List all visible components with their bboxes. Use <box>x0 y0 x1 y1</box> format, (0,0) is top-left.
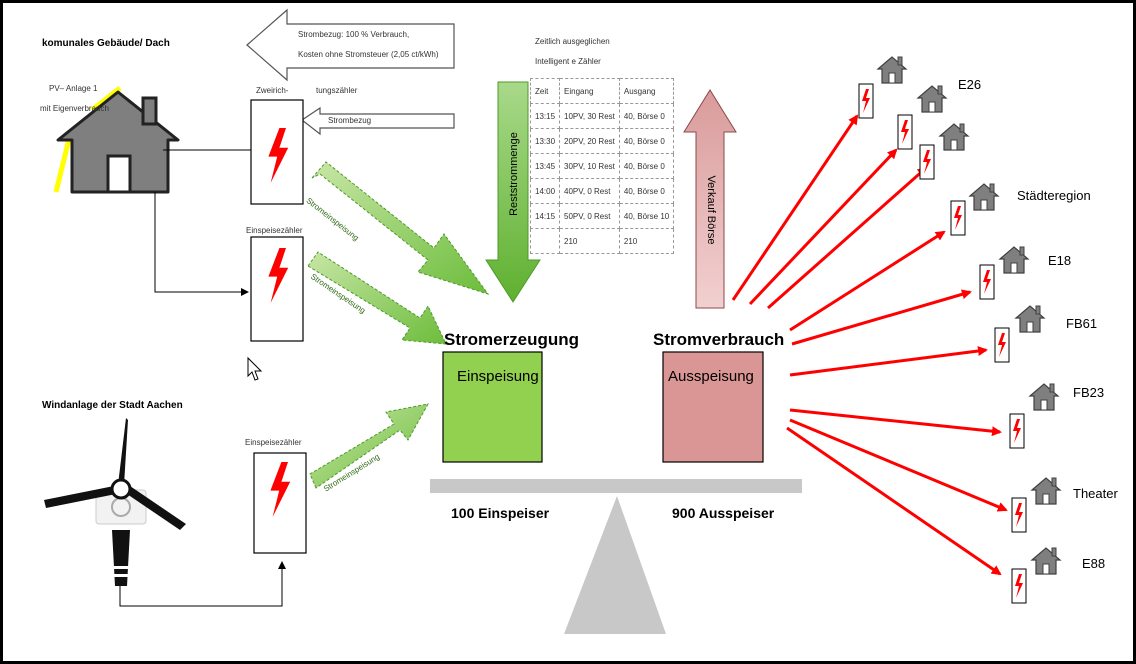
consumer-label-fb23: FB23 <box>1073 385 1105 400</box>
table-cell: 40, Börse 10 <box>618 203 675 229</box>
house-icon <box>56 90 180 194</box>
table-cell: 210 <box>559 228 620 254</box>
table-row: 14:00 40PV, 0 Rest 40, Börse 0 <box>529 178 675 204</box>
meter-label-zweirich: Zweirich- <box>256 86 289 95</box>
table-cell <box>529 228 561 254</box>
zweirichtungszaehler-meter <box>250 99 304 205</box>
stromeinspeisung-arrow-2 <box>307 251 447 345</box>
table-cell: 40, Börse 0 <box>618 128 675 154</box>
balance-beam <box>430 479 802 493</box>
arrow-to-e18 <box>791 289 972 346</box>
table-row: 14:15 50PV, 0 Rest 40, Börse 10 <box>529 203 675 229</box>
reststrommenge-label: Reststrommenge <box>508 132 520 216</box>
zaehler-table: Zeit Eingang Ausgang 13:15 10PV, 30 Rest… <box>529 78 675 254</box>
arrow-to-e26-3 <box>767 166 928 310</box>
pv-label-line2: mit Eigenverbrauch <box>40 104 109 113</box>
wind-turbine-icon <box>44 418 186 586</box>
table-header-row: Zeit Eingang Ausgang <box>529 78 675 104</box>
meter-label-tungszaehler: tungszähler <box>316 86 358 95</box>
table-header: Zeit <box>529 78 561 104</box>
table-header: Eingang <box>559 78 620 104</box>
consumer-label-e88: E88 <box>1082 556 1106 571</box>
einspeisezaehler-meter-1 <box>250 236 304 342</box>
wind-to-meter-line <box>119 561 286 607</box>
table-cell: 10PV, 30 Rest <box>559 103 620 129</box>
reststrommenge-arrow <box>485 81 541 303</box>
einspeisezaehler-meter-2 <box>253 452 307 554</box>
consumer-arrows <box>731 114 1008 576</box>
callout-arrow <box>246 8 455 82</box>
table-cell: 40, Börse 0 <box>618 153 675 179</box>
arrow-to-e88 <box>786 426 1002 576</box>
table-cell: 40, Börse 0 <box>618 178 675 204</box>
table-header: Ausgang <box>618 78 675 104</box>
table-title-line2: Intelligent e Zähler <box>535 57 601 66</box>
pv-panel-upper <box>90 86 122 112</box>
ausspeisung-label: Ausspeisung <box>668 368 754 385</box>
einspeisung-label: Einspeisung <box>457 368 539 385</box>
ausspeisung-box <box>662 351 764 463</box>
table-cell: 30PV, 10 Rest <box>559 153 620 179</box>
stromeinspeisung-arrow-1 <box>311 161 490 295</box>
verkauf-boerse-arrow <box>683 89 737 309</box>
einspeisezaehler-label-2: Einspeisezähler <box>245 438 302 447</box>
table-cell: 20PV, 20 Rest <box>559 128 620 154</box>
table-cell: 13:15 <box>529 103 561 129</box>
arrow-to-staedteregion <box>789 230 946 332</box>
einspeisung-box <box>442 351 543 463</box>
arrow-to-e26-1 <box>731 114 859 301</box>
einspeisezaehler-label-1: Einspeisezähler <box>246 226 303 235</box>
table-cell: 210 <box>618 228 675 254</box>
table-cell: 50PV, 0 Rest <box>559 203 620 229</box>
table-cell: 13:45 <box>529 153 561 179</box>
table-row: 210 210 <box>529 228 675 254</box>
consumer-label-e26: E26 <box>958 77 982 92</box>
wind-title: Windanlage der Stadt Aachen <box>42 400 183 411</box>
mouse-cursor-icon <box>247 356 263 381</box>
ausspeiser-count: 900 Ausspeiser <box>672 505 775 521</box>
table-row: 13:15 10PV, 30 Rest 40, Börse 0 <box>529 103 675 129</box>
house-to-einspeise-line <box>154 192 249 296</box>
consumer-label-fb61: FB61 <box>1066 316 1098 331</box>
building-title: komunales Gebäude/ Dach <box>42 38 170 49</box>
balance-fulcrum <box>564 496 666 634</box>
consumer-label-staedteregion: Städteregion <box>1017 188 1091 203</box>
table-row: 13:45 30PV, 10 Rest 40, Börse 0 <box>529 153 675 179</box>
stromerzeugung-label: Stromerzeugung <box>444 330 580 349</box>
callout-line1: Strombezug: 100 % Verbrauch, <box>298 30 410 39</box>
arrow-to-fb23 <box>789 408 1002 437</box>
pv-label-line1: PV– Anlage 1 <box>49 84 98 93</box>
table-cell: 40PV, 0 Rest <box>559 178 620 204</box>
verkauf-boerse-label: Verkauf Börse <box>705 175 717 245</box>
consumer-label-theater: Theater <box>1073 486 1118 501</box>
consumer-label-e18: E18 <box>1048 253 1072 268</box>
callout-line2: Kosten ohne Stromsteuer (2,05 ct/kWh) <box>298 50 439 59</box>
strombezug-arrow <box>300 106 455 136</box>
table-cell: 13:30 <box>529 128 561 154</box>
pv-panel-lower <box>53 134 73 193</box>
stromeinspeisung-arrow-3 <box>309 403 429 489</box>
table-cell: 14:15 <box>529 203 561 229</box>
einspeiser-count: 100 Einspeiser <box>451 505 550 521</box>
table-title-line1: Zeitlich ausgeglichen <box>535 37 610 46</box>
arrow-to-theater <box>789 418 1008 512</box>
arrow-to-fb61 <box>789 346 988 377</box>
stromverbrauch-label: Stromverbrauch <box>653 330 785 349</box>
strombezug-label: Strombezug <box>328 116 372 125</box>
table-cell: 40, Börse 0 <box>618 103 675 129</box>
table-cell: 14:00 <box>529 178 561 204</box>
arrow-to-e26-2 <box>748 148 898 306</box>
table-row: 13:30 20PV, 20 Rest 40, Börse 0 <box>529 128 675 154</box>
